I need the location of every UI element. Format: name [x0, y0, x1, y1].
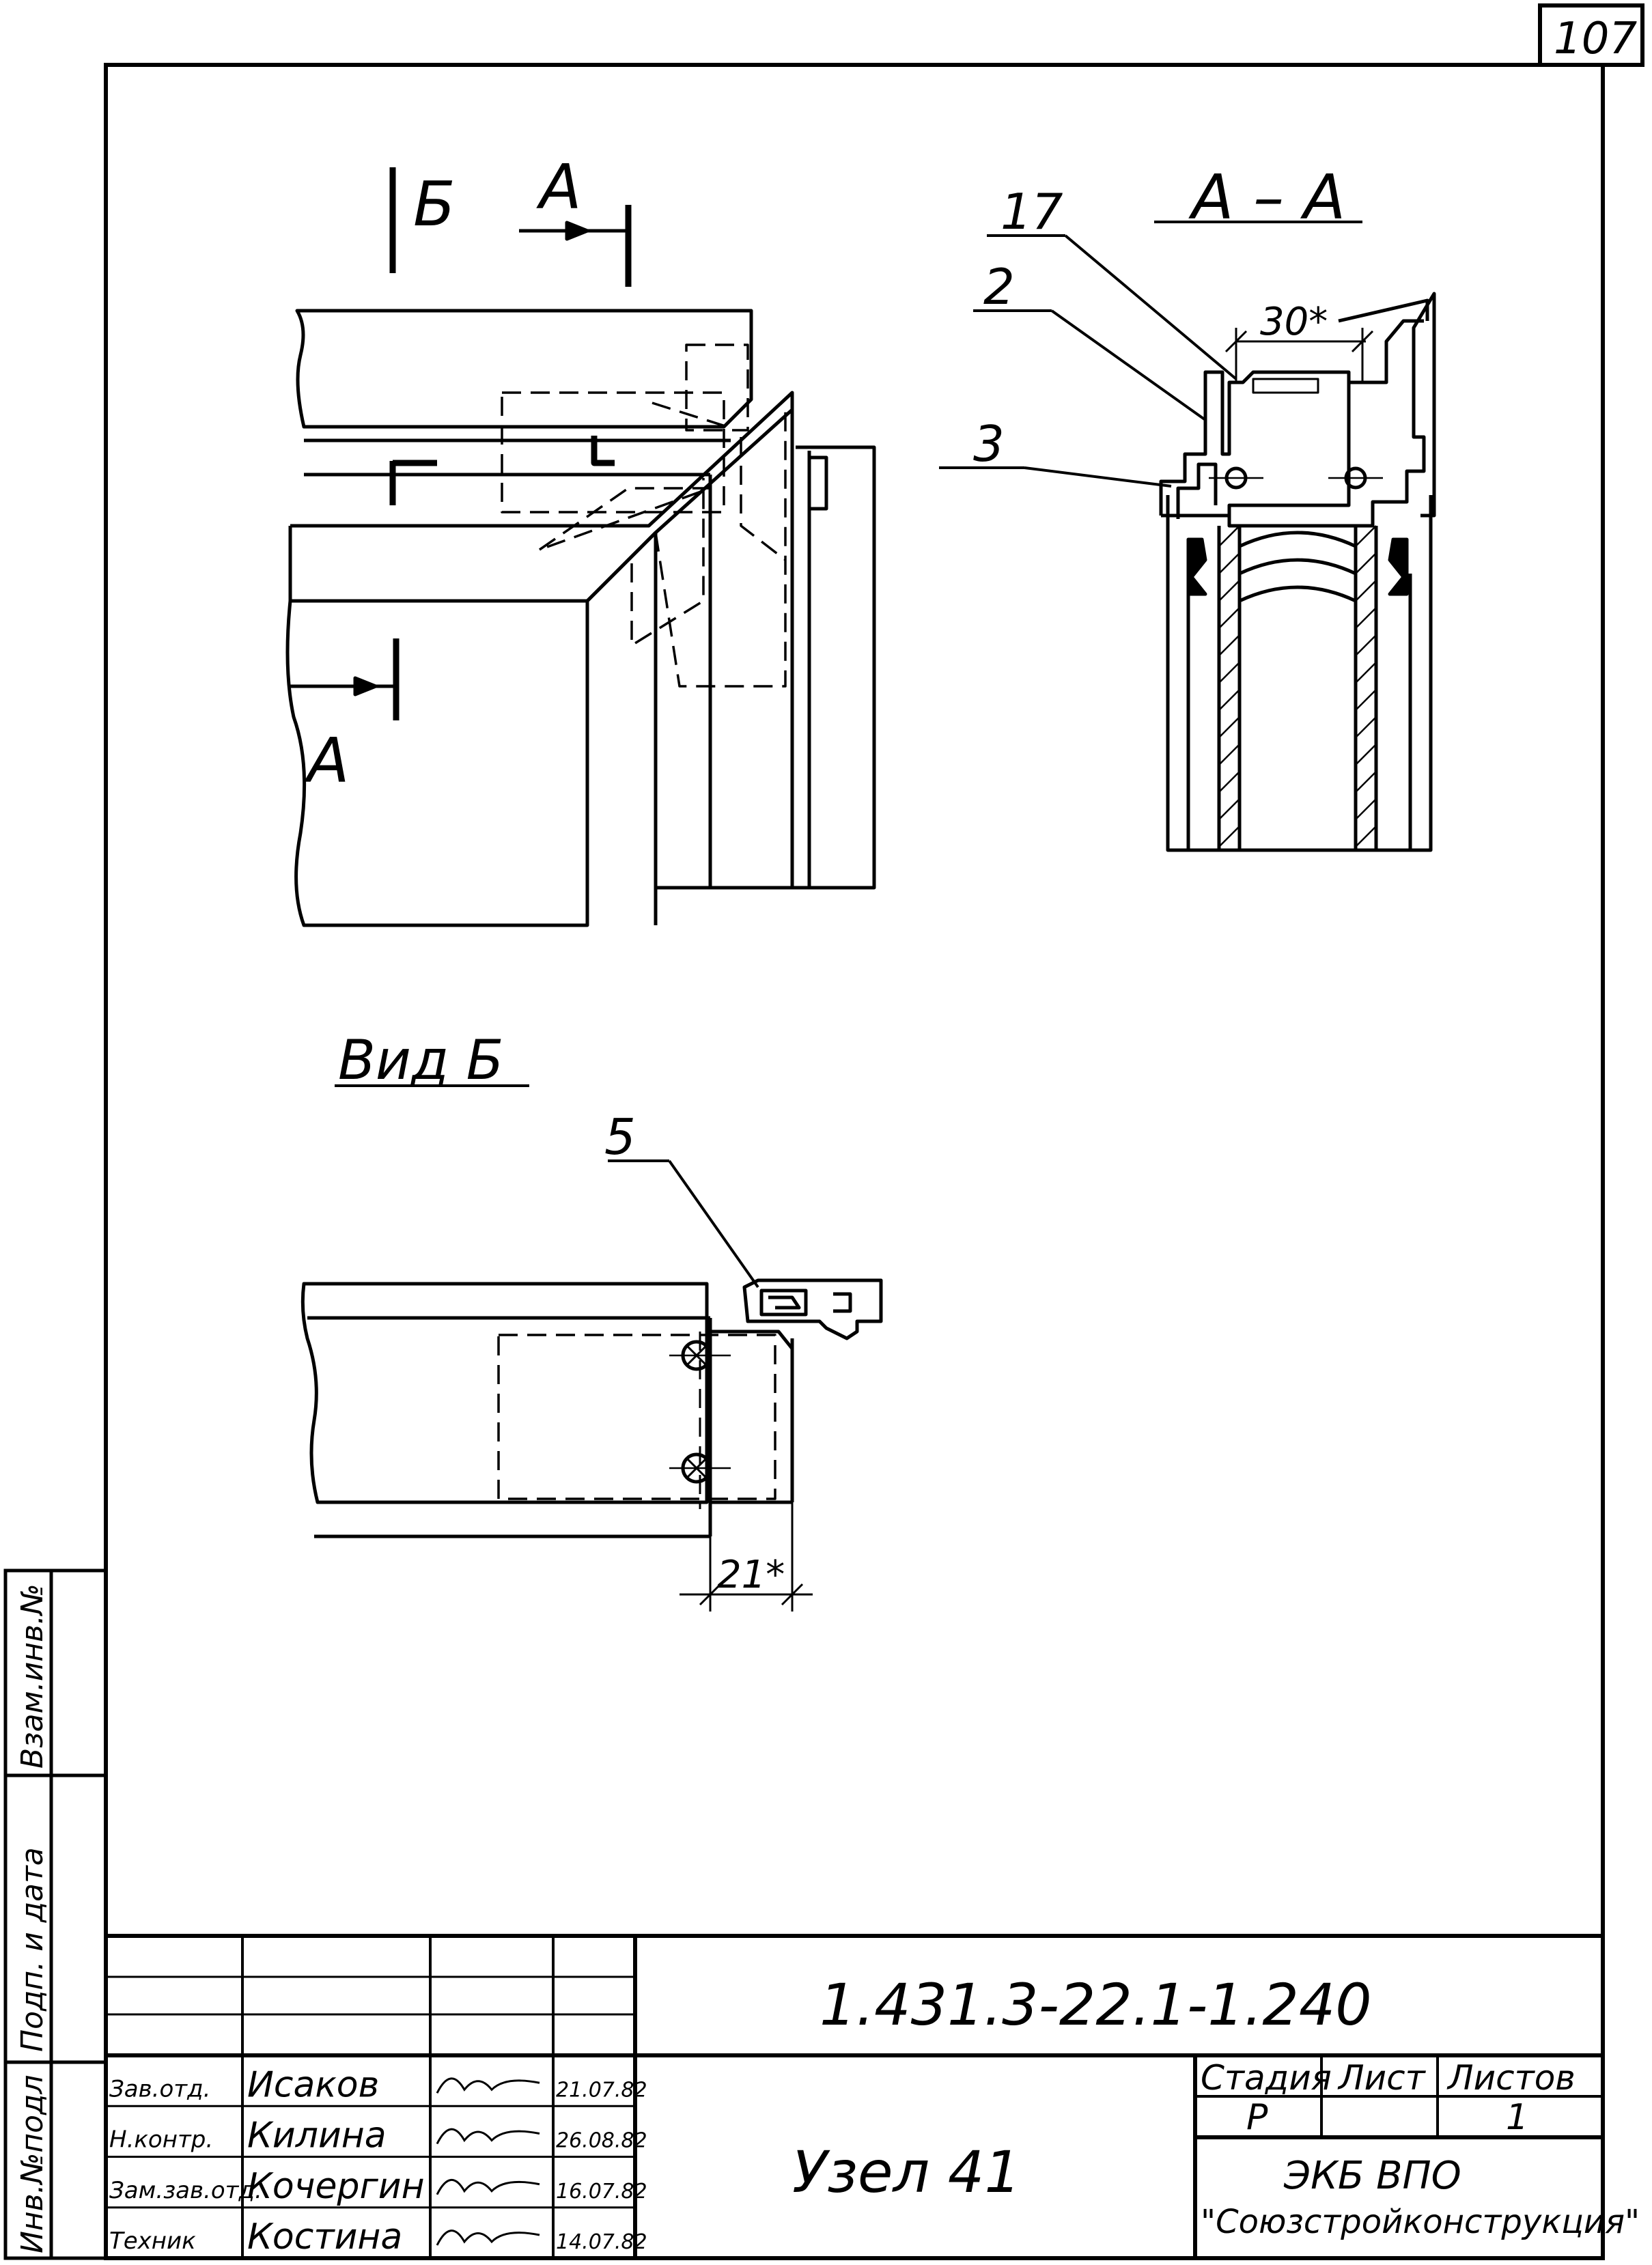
- signature-name: Кочергин: [247, 2166, 425, 2207]
- view-b-leader-5: 5: [604, 1108, 636, 1166]
- signature-name: Исаков: [247, 2064, 379, 2105]
- signature-role: Зам.зав.отд.: [109, 2177, 262, 2204]
- signature-role: Зав.отд.: [109, 2075, 210, 2102]
- section-mark-b-top: Б: [413, 169, 456, 240]
- side-stamp-podp-data: Подп. и дата: [15, 1847, 50, 2052]
- elevation-view: [285, 167, 876, 927]
- section-mark-a-bottom: А: [304, 725, 350, 797]
- view-b: [300, 1084, 883, 1612]
- signature-date: 21.07.82: [556, 2078, 647, 2102]
- signature-date: 26.08.82: [556, 2129, 647, 2153]
- stage-value: Р: [1246, 2097, 1268, 2138]
- signature-mark: [436, 2128, 540, 2145]
- sheet-frame: [104, 3, 1644, 2260]
- section-aa-title: А – А: [1188, 162, 1345, 234]
- signature-date: 16.07.82: [556, 2180, 647, 2204]
- side-stamp: [3, 1568, 108, 2260]
- organization-line2: "Союзстройконструкция": [1201, 2203, 1640, 2241]
- organization-line1: ЭКБ ВПО: [1283, 2154, 1461, 2198]
- signature-name: Килина: [247, 2115, 387, 2156]
- drawing-name: Узел 41: [792, 2139, 1021, 2206]
- signature-mark: [436, 2178, 540, 2195]
- section-aa-leader-17: 17: [1000, 183, 1063, 240]
- side-stamp-vzam-inv: Взам.инв.№: [15, 1584, 50, 1769]
- header-sheet: Лист: [1337, 2058, 1427, 2098]
- signature-rows: Зав.отд. Исаков 21.07.82Н.контр. Килина 26.0…: [106, 2064, 647, 2257]
- section-mark-a-top: А: [536, 152, 582, 223]
- header-stage: Стадия: [1201, 2058, 1332, 2098]
- signature-mark: [436, 2077, 540, 2094]
- header-sheets: Листов: [1446, 2058, 1576, 2098]
- title-block-grid: [106, 1934, 1603, 2258]
- signature-name: Костина: [247, 2217, 402, 2257]
- sheet-number: 107: [1554, 14, 1637, 64]
- view-b-title: Вид Б: [338, 1028, 504, 1092]
- view-b-dimension: 21*: [717, 1553, 785, 1597]
- signature-role: Н.контр.: [109, 2126, 213, 2154]
- signature-mark: [436, 2229, 540, 2246]
- section-aa: [939, 221, 1436, 852]
- signature-role: Техник: [109, 2227, 196, 2255]
- signature-date: 14.07.82: [556, 2230, 647, 2254]
- designation: 1.431.3-22.1-1.240: [820, 1971, 1372, 2038]
- section-aa-dimension: 30*: [1260, 300, 1328, 344]
- section-aa-leader-3: 3: [973, 415, 1005, 473]
- side-stamp-inv-podl: Инв.№подл: [15, 2074, 50, 2253]
- section-aa-leader-2: 2: [983, 258, 1015, 315]
- sheets-value: 1: [1506, 2097, 1528, 2138]
